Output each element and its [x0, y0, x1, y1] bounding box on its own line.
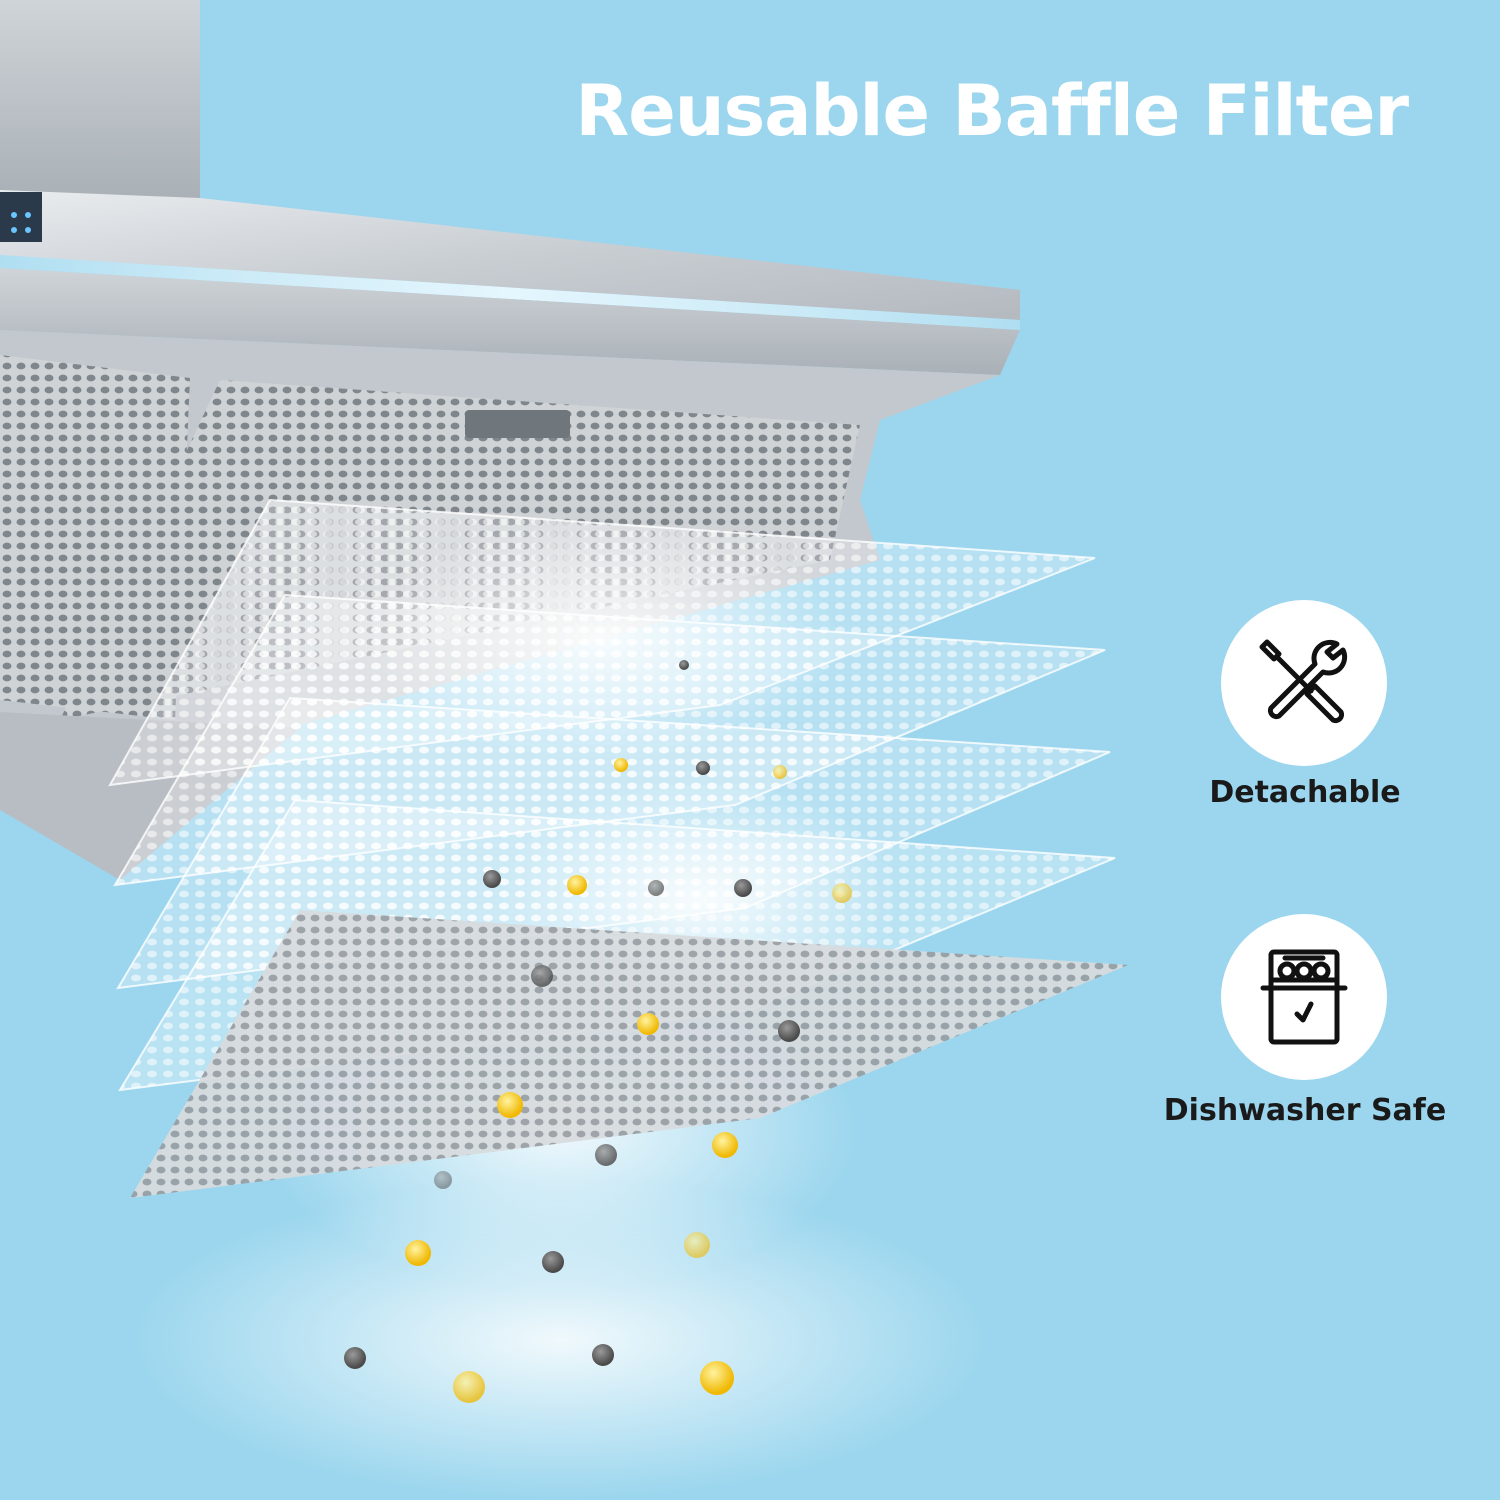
dust-particles: [344, 660, 800, 1369]
control-display: [0, 192, 42, 242]
hood-chimney: [0, 0, 200, 200]
detachable-badge: [1221, 600, 1387, 766]
detachable-label: Detachable: [1209, 775, 1401, 810]
filter-handle: [465, 410, 570, 438]
hood-top-panel: [0, 190, 1020, 320]
tools-icon: [1259, 639, 1348, 724]
filter-layer-5: [130, 910, 1128, 1198]
hood-front-face: [0, 268, 1020, 375]
page-title: Reusable Baffle Filter: [575, 70, 1409, 152]
grease-particles: [405, 758, 852, 1403]
dishwasher-badge: [1221, 914, 1387, 1080]
dishwasher-safe-label: Dishwasher Safe: [1163, 1093, 1447, 1128]
dishwasher-icon: [1260, 949, 1348, 1045]
hood-light-strip: [0, 255, 1020, 330]
